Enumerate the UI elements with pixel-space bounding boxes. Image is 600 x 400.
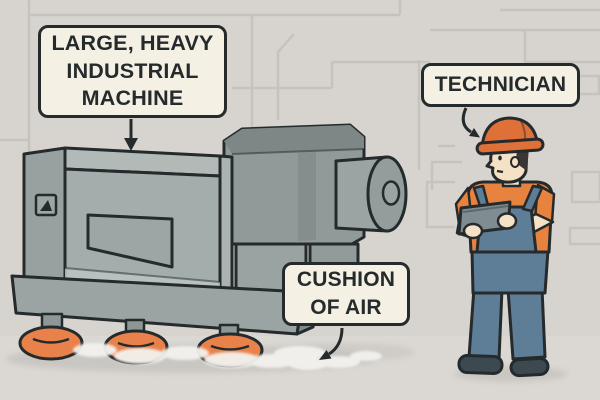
machine-head	[222, 123, 366, 246]
machine-panel	[86, 213, 174, 269]
wall-pattern	[0, 0, 600, 246]
callout-arrows	[124, 107, 480, 360]
technician-leg	[506, 286, 547, 361]
technician-shoe	[509, 356, 550, 378]
technician-callout-arrow	[461, 107, 480, 138]
technician-mouth	[496, 169, 504, 174]
cylinder-hub	[381, 180, 401, 206]
machine-cylinder	[334, 155, 408, 233]
cushion-crease	[210, 344, 250, 351]
technician-hand	[462, 222, 484, 240]
industrial-machine	[10, 123, 408, 370]
machine-callout-text: LARGE, HEAVY INDUSTRIAL MACHINE	[51, 31, 214, 111]
technician-eye	[498, 155, 502, 161]
machine-callout-arrow	[124, 119, 138, 151]
cushion-crease	[117, 341, 155, 348]
cushion-callout-arrow	[319, 327, 344, 360]
technician	[454, 116, 556, 378]
cushion-callout-text: CUSHION OF AIR	[296, 268, 396, 319]
machine-body	[22, 146, 234, 291]
technician-shoe	[457, 354, 504, 375]
warning-triangle-icon	[40, 200, 52, 211]
technician-callout-text: TECHNICIAN	[434, 73, 567, 96]
hard-hat	[475, 116, 545, 156]
technician-hips	[470, 248, 550, 295]
technician-ear	[510, 156, 520, 168]
cushion-callout-label: CUSHION OF AIR	[282, 262, 410, 326]
technician-callout-label: TECHNICIAN	[421, 63, 580, 107]
technician-hand	[496, 212, 518, 230]
hat-seam	[520, 120, 527, 142]
cushion-crease	[32, 337, 70, 344]
technician-leg	[467, 286, 504, 361]
overalls-strap	[521, 184, 544, 213]
machine-callout-label: LARGE, HEAVY INDUSTRIAL MACHINE	[38, 25, 227, 118]
